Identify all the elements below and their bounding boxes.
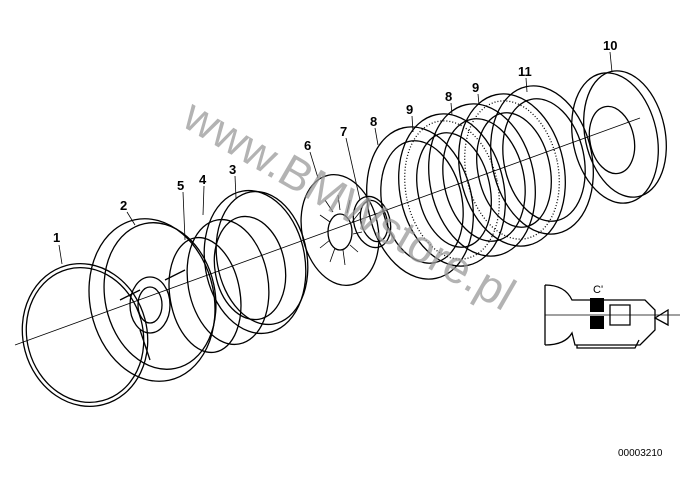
transmission-inset-drawing: C' (544, 284, 680, 349)
label-11: 11 (518, 64, 532, 79)
label-7: 7 (340, 124, 347, 139)
label-1: 1 (53, 230, 60, 245)
part-2-clutch-housing: 2 (88, 198, 217, 382)
part-8-steel-plate-2: 8 (428, 89, 536, 257)
part-10-clutch-carrier: 10 (571, 38, 667, 204)
label-8b: 8 (445, 89, 452, 104)
label-2: 2 (120, 198, 127, 213)
drawing-code: 00003210 (618, 448, 663, 459)
label-8a: 8 (370, 114, 377, 129)
part-4-seal-ring: 4 (186, 172, 270, 346)
label-10: 10 (603, 38, 617, 53)
label-9b: 9 (472, 80, 479, 95)
part-8-steel-plate: 8 (366, 114, 474, 280)
label-4: 4 (199, 172, 207, 187)
label-6: 6 (304, 138, 311, 153)
part-1-snap-ring: 1 (21, 230, 149, 408)
part-9-friction-plate: 9 (398, 102, 506, 267)
part-9-friction-plate-2: 9 (458, 80, 566, 247)
label-5: 5 (177, 178, 184, 193)
label-9a: 9 (406, 102, 413, 117)
inset-label-c: C' (593, 284, 603, 296)
part-11-pressure-plate: 11 (490, 64, 594, 235)
label-3: 3 (229, 162, 236, 177)
part-7-retaining-ring: 7 (340, 124, 392, 249)
